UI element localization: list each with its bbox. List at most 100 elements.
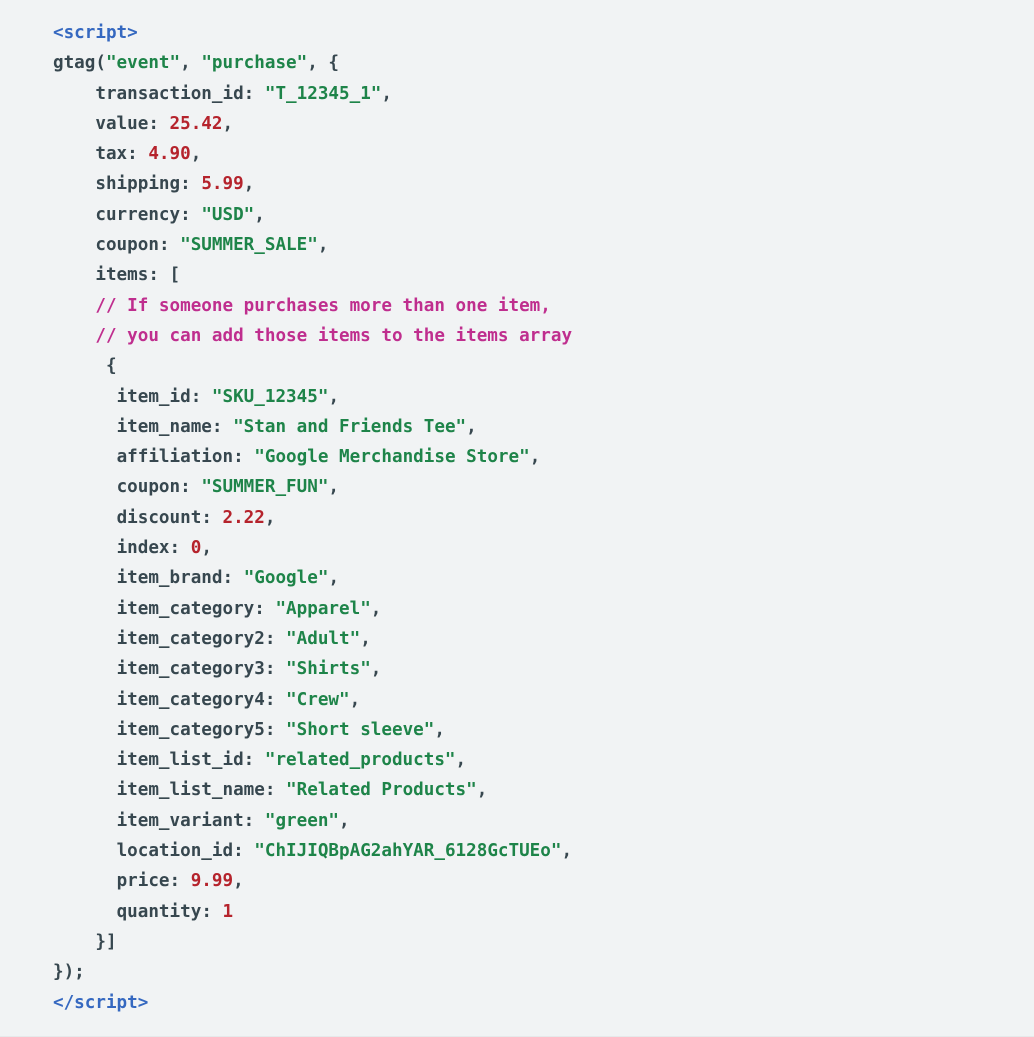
item-param-line: item_category4: "Crew",: [0, 685, 1034, 715]
item-param-colon: :: [180, 477, 202, 498]
item-param-comma: ,: [233, 871, 244, 892]
item-param-comma: ,: [370, 659, 382, 680]
gtag-arg-separator: ,: [180, 53, 202, 74]
item-param-comma: ,: [466, 416, 477, 437]
event-param-value: 25.42: [169, 113, 223, 134]
event-param-comma: ,: [381, 83, 392, 104]
event-param-comma: ,: [243, 174, 255, 195]
event-param-value: "T_12345_1": [264, 83, 382, 104]
code-line-gtag-call: gtag("event", "purchase", {: [0, 48, 1034, 78]
item-params-lines: item_id: "SKU_12345", item_name: "Stan a…: [0, 382, 1034, 927]
event-param-key: currency: [95, 204, 181, 225]
item-param-value: "Apparel": [275, 598, 371, 619]
item-param-colon: :: [243, 810, 265, 831]
event-param-colon: :: [158, 235, 181, 256]
call-close: });: [53, 962, 85, 983]
item-param-colon: :: [201, 901, 223, 922]
item-param-key: item_name: [116, 416, 212, 437]
item-param-line: item_list_name: "Related Products",: [0, 775, 1034, 805]
item-param-line: item_variant: "green",: [0, 806, 1034, 836]
item-param-comma: ,: [434, 719, 445, 740]
item-param-value: "Shirts": [286, 659, 371, 680]
item-param-key: item_variant: [116, 810, 244, 831]
script-open-tag: <script>: [53, 23, 138, 43]
items-key: items: [: [95, 265, 181, 286]
item-param-key: item_list_id: [116, 750, 244, 771]
code-line-comment-2: // you can add those items to the items …: [0, 321, 1034, 351]
event-param-line: coupon: "SUMMER_SALE",: [0, 230, 1034, 260]
gtag-arg-purchase: "purchase": [201, 53, 308, 74]
item-param-line: price: 9.99,: [0, 866, 1034, 896]
event-param-colon: :: [243, 83, 265, 104]
item-param-line: item_category5: "Short sleeve",: [0, 715, 1034, 745]
item-param-line: coupon: "SUMMER_FUN",: [0, 472, 1034, 502]
item-param-line: item_category3: "Shirts",: [0, 654, 1034, 684]
item-param-line: item_brand: "Google",: [0, 563, 1034, 593]
code-line-item-open-brace: {: [0, 351, 1034, 381]
item-param-value: "Google": [243, 568, 329, 589]
item-param-colon: :: [169, 871, 191, 892]
item-param-line: quantity: 1: [0, 897, 1034, 927]
event-param-comma: ,: [190, 144, 202, 165]
event-param-key: coupon: [95, 235, 159, 256]
event-param-colon: :: [127, 144, 149, 165]
item-param-key: item_category4: [116, 689, 265, 710]
event-params-lines: transaction_id: "T_12345_1", value: 25.4…: [0, 79, 1034, 261]
event-param-value: "SUMMER_SALE": [180, 235, 318, 256]
event-param-comma: ,: [222, 113, 234, 134]
item-param-value: "SKU_12345": [211, 386, 329, 407]
item-param-colon: :: [222, 568, 244, 589]
code-line-items-close: }]: [0, 927, 1034, 957]
item-param-key: item_category2: [116, 628, 265, 649]
item-param-colon: :: [254, 598, 276, 619]
item-param-value: "related_products": [264, 750, 456, 771]
event-param-colon: :: [148, 113, 170, 134]
event-param-key: shipping: [95, 174, 181, 195]
script-close-tag: </script>: [53, 992, 149, 1013]
item-open-brace: {: [105, 356, 117, 377]
item-param-key: discount: [116, 507, 202, 528]
item-param-value: 2.22: [222, 507, 265, 528]
item-param-colon: :: [264, 719, 287, 740]
item-param-key: location_id: [116, 841, 234, 862]
item-param-colon: :: [264, 659, 287, 680]
item-param-key: price: [116, 871, 170, 892]
item-param-value: "Google Merchandise Store": [254, 447, 530, 468]
item-param-value: "Short sleeve": [286, 719, 435, 740]
event-param-key: value: [95, 113, 149, 134]
item-param-line: item_category2: "Adult",: [0, 624, 1034, 654]
item-param-value: 0: [190, 538, 202, 559]
item-param-comma: ,: [349, 689, 361, 710]
item-param-key: item_id: [116, 386, 191, 407]
event-param-line: shipping: 5.99,: [0, 169, 1034, 199]
gtag-call-open: gtag(: [53, 53, 106, 74]
item-param-key: item_category3: [116, 659, 265, 680]
item-param-colon: :: [211, 416, 234, 437]
item-param-colon: :: [264, 780, 287, 801]
item-param-comma: ,: [360, 628, 371, 649]
event-param-line: currency: "USD",: [0, 200, 1034, 230]
code-line-call-close: });: [0, 957, 1034, 987]
item-param-comma: ,: [328, 568, 340, 589]
item-param-value: "Stan and Friends Tee": [233, 416, 467, 437]
item-param-comma: ,: [328, 386, 340, 407]
item-param-comma: ,: [370, 598, 382, 619]
item-param-colon: :: [264, 689, 287, 710]
item-param-line: item_name: "Stan and Friends Tee",: [0, 412, 1034, 442]
item-param-line: discount: 2.22,: [0, 503, 1034, 533]
event-param-line: tax: 4.90,: [0, 139, 1034, 169]
item-param-comma: ,: [201, 538, 212, 559]
item-param-comma: ,: [339, 810, 350, 831]
item-param-value: "Crew": [286, 689, 350, 710]
item-param-colon: :: [190, 386, 212, 407]
event-param-colon: :: [180, 204, 202, 225]
item-param-value: "ChIJIQBpAG2ahYAR_6128GcTUEo": [254, 841, 562, 862]
code-listing[interactable]: <script> gtag("event", "purchase", { tran…: [0, 18, 1034, 1018]
item-param-comma: ,: [455, 750, 467, 771]
item-param-key: coupon: [116, 477, 181, 498]
gtag-call-open-tail: , {: [307, 53, 340, 74]
item-param-value: 1: [222, 901, 234, 922]
item-param-line: item_category: "Apparel",: [0, 594, 1034, 624]
item-param-comma: ,: [529, 447, 541, 468]
item-param-key: item_category: [116, 598, 255, 619]
